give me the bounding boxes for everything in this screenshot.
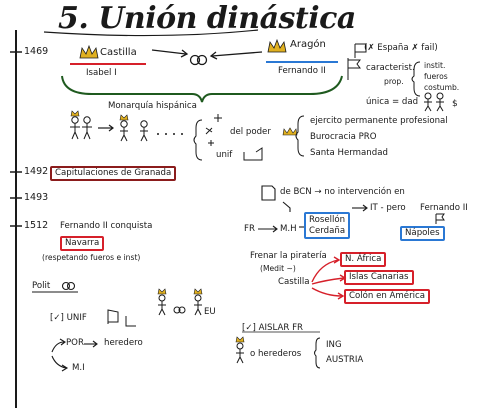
- label-unif: unif: [216, 150, 233, 160]
- red-arrows: [311, 256, 347, 300]
- box-rosellon: Rosellón Cerdaña: [304, 212, 351, 240]
- label-conquista: Fernando II conquista: [60, 221, 153, 231]
- box-navarra: Navarra: [60, 236, 105, 251]
- year-1492: 1492: [24, 166, 49, 177]
- royal-pair-icon: [158, 294, 202, 316]
- label-heredero: heredero: [104, 338, 143, 348]
- label-fr: FR: [244, 224, 255, 234]
- label-polit: Polit: [32, 281, 51, 291]
- brace-instit: [411, 61, 421, 97]
- king-queen-icon: [424, 92, 444, 112]
- year-1493: 1493: [24, 192, 49, 203]
- crown-heir-icon: [235, 336, 245, 343]
- wedding-rings-icon: [189, 54, 208, 66]
- label-aislar: [✓] AISLAR FR: [242, 323, 303, 333]
- brace-aislar: [314, 337, 321, 369]
- box-n-africa: N. África: [340, 252, 387, 267]
- label-hermandad: Santa Hermandad: [310, 148, 388, 158]
- label-respetando: (respetando fueros e inst): [42, 253, 141, 262]
- green-brace: [61, 75, 343, 103]
- label-bcn: de BCN → no intervención en: [280, 187, 405, 197]
- label-frenar: Frenar la piratería: [250, 251, 327, 261]
- title-underline: [43, 29, 259, 37]
- label-fernando: Fernando II: [278, 66, 326, 76]
- label-fernando-napoles: Fernando II: [420, 203, 468, 213]
- label-castilla-1512: Castilla: [278, 277, 310, 287]
- label-ejercito: ejercito permanente profesional: [310, 116, 448, 126]
- napoles-flag-icon: [435, 213, 445, 224]
- label-unif-bottom: [✓] UNIF: [50, 313, 87, 323]
- label-espana-fail: (✗ España ✗ fail): [364, 43, 438, 53]
- label-eu: EU: [204, 307, 216, 317]
- label-monarquia: Monarquía hispánica: [108, 101, 197, 111]
- label-unica: única = dad: [366, 97, 419, 107]
- box-canarias: Islas Canarias: [344, 270, 414, 285]
- dollar-icon: $: [452, 99, 458, 109]
- label-castilla: Castilla: [100, 47, 137, 58]
- label-prop: prop.: [384, 77, 404, 86]
- year-1469: 1469: [24, 46, 49, 57]
- label-o-herederos: o herederos: [250, 349, 302, 359]
- brace-list: [295, 115, 305, 157]
- year-1512: 1512: [24, 220, 49, 231]
- arrow-to-pyramid: [98, 124, 114, 132]
- label-rosellon: Rosellón: [309, 215, 346, 225]
- polit-rings-icon: [61, 281, 76, 291]
- arrow-left-to-rings: [211, 51, 263, 57]
- label-ing: ING: [326, 340, 342, 350]
- label-cerdana: Cerdaña: [309, 225, 346, 236]
- arrow-right-to-rings: [151, 49, 187, 55]
- label-austria: AUSTRIA: [326, 355, 364, 365]
- label-del-poder: del poder: [230, 127, 271, 137]
- crown-icon: [79, 38, 287, 59]
- label-medit: (Medit ~): [260, 264, 296, 273]
- brace-monarquia: [193, 119, 203, 161]
- label-burocracia: Burocracia PRO: [310, 132, 377, 142]
- label-it-pero: IT - pero: [370, 203, 406, 213]
- power-symbols-icon: [205, 114, 263, 161]
- arrow-mi: [51, 355, 67, 369]
- label-costumb: costumb.: [424, 83, 460, 92]
- arrow-por: [51, 341, 65, 353]
- label-caracterist: caracterist.: [366, 63, 415, 73]
- dots: [157, 133, 183, 135]
- page-title: 5. Unión dinástica: [58, 1, 356, 36]
- label-aragon: Aragón: [290, 39, 326, 50]
- heir-figure-icon: [236, 342, 244, 364]
- label-mi: M.I: [72, 363, 85, 373]
- box-capitulaciones: Capitulaciones de Granada: [50, 166, 177, 181]
- unif-flag-icon: [107, 309, 136, 327]
- royal-figures-icon: [70, 116, 148, 142]
- spain-flag-icon: [354, 43, 367, 58]
- doc-icon: [261, 185, 276, 201]
- box-napoles: Nápoles: [400, 226, 445, 241]
- label-instit: instit.: [424, 61, 446, 70]
- box-colon: Colón en América: [344, 289, 430, 304]
- flag-icon: [347, 58, 361, 80]
- label-mh: M.H: [280, 224, 297, 234]
- label-por: POR: [66, 338, 84, 348]
- crown-small-icon: [157, 288, 203, 295]
- label-isabel: Isabel I: [86, 68, 117, 78]
- label-fueros: fueros: [424, 72, 448, 81]
